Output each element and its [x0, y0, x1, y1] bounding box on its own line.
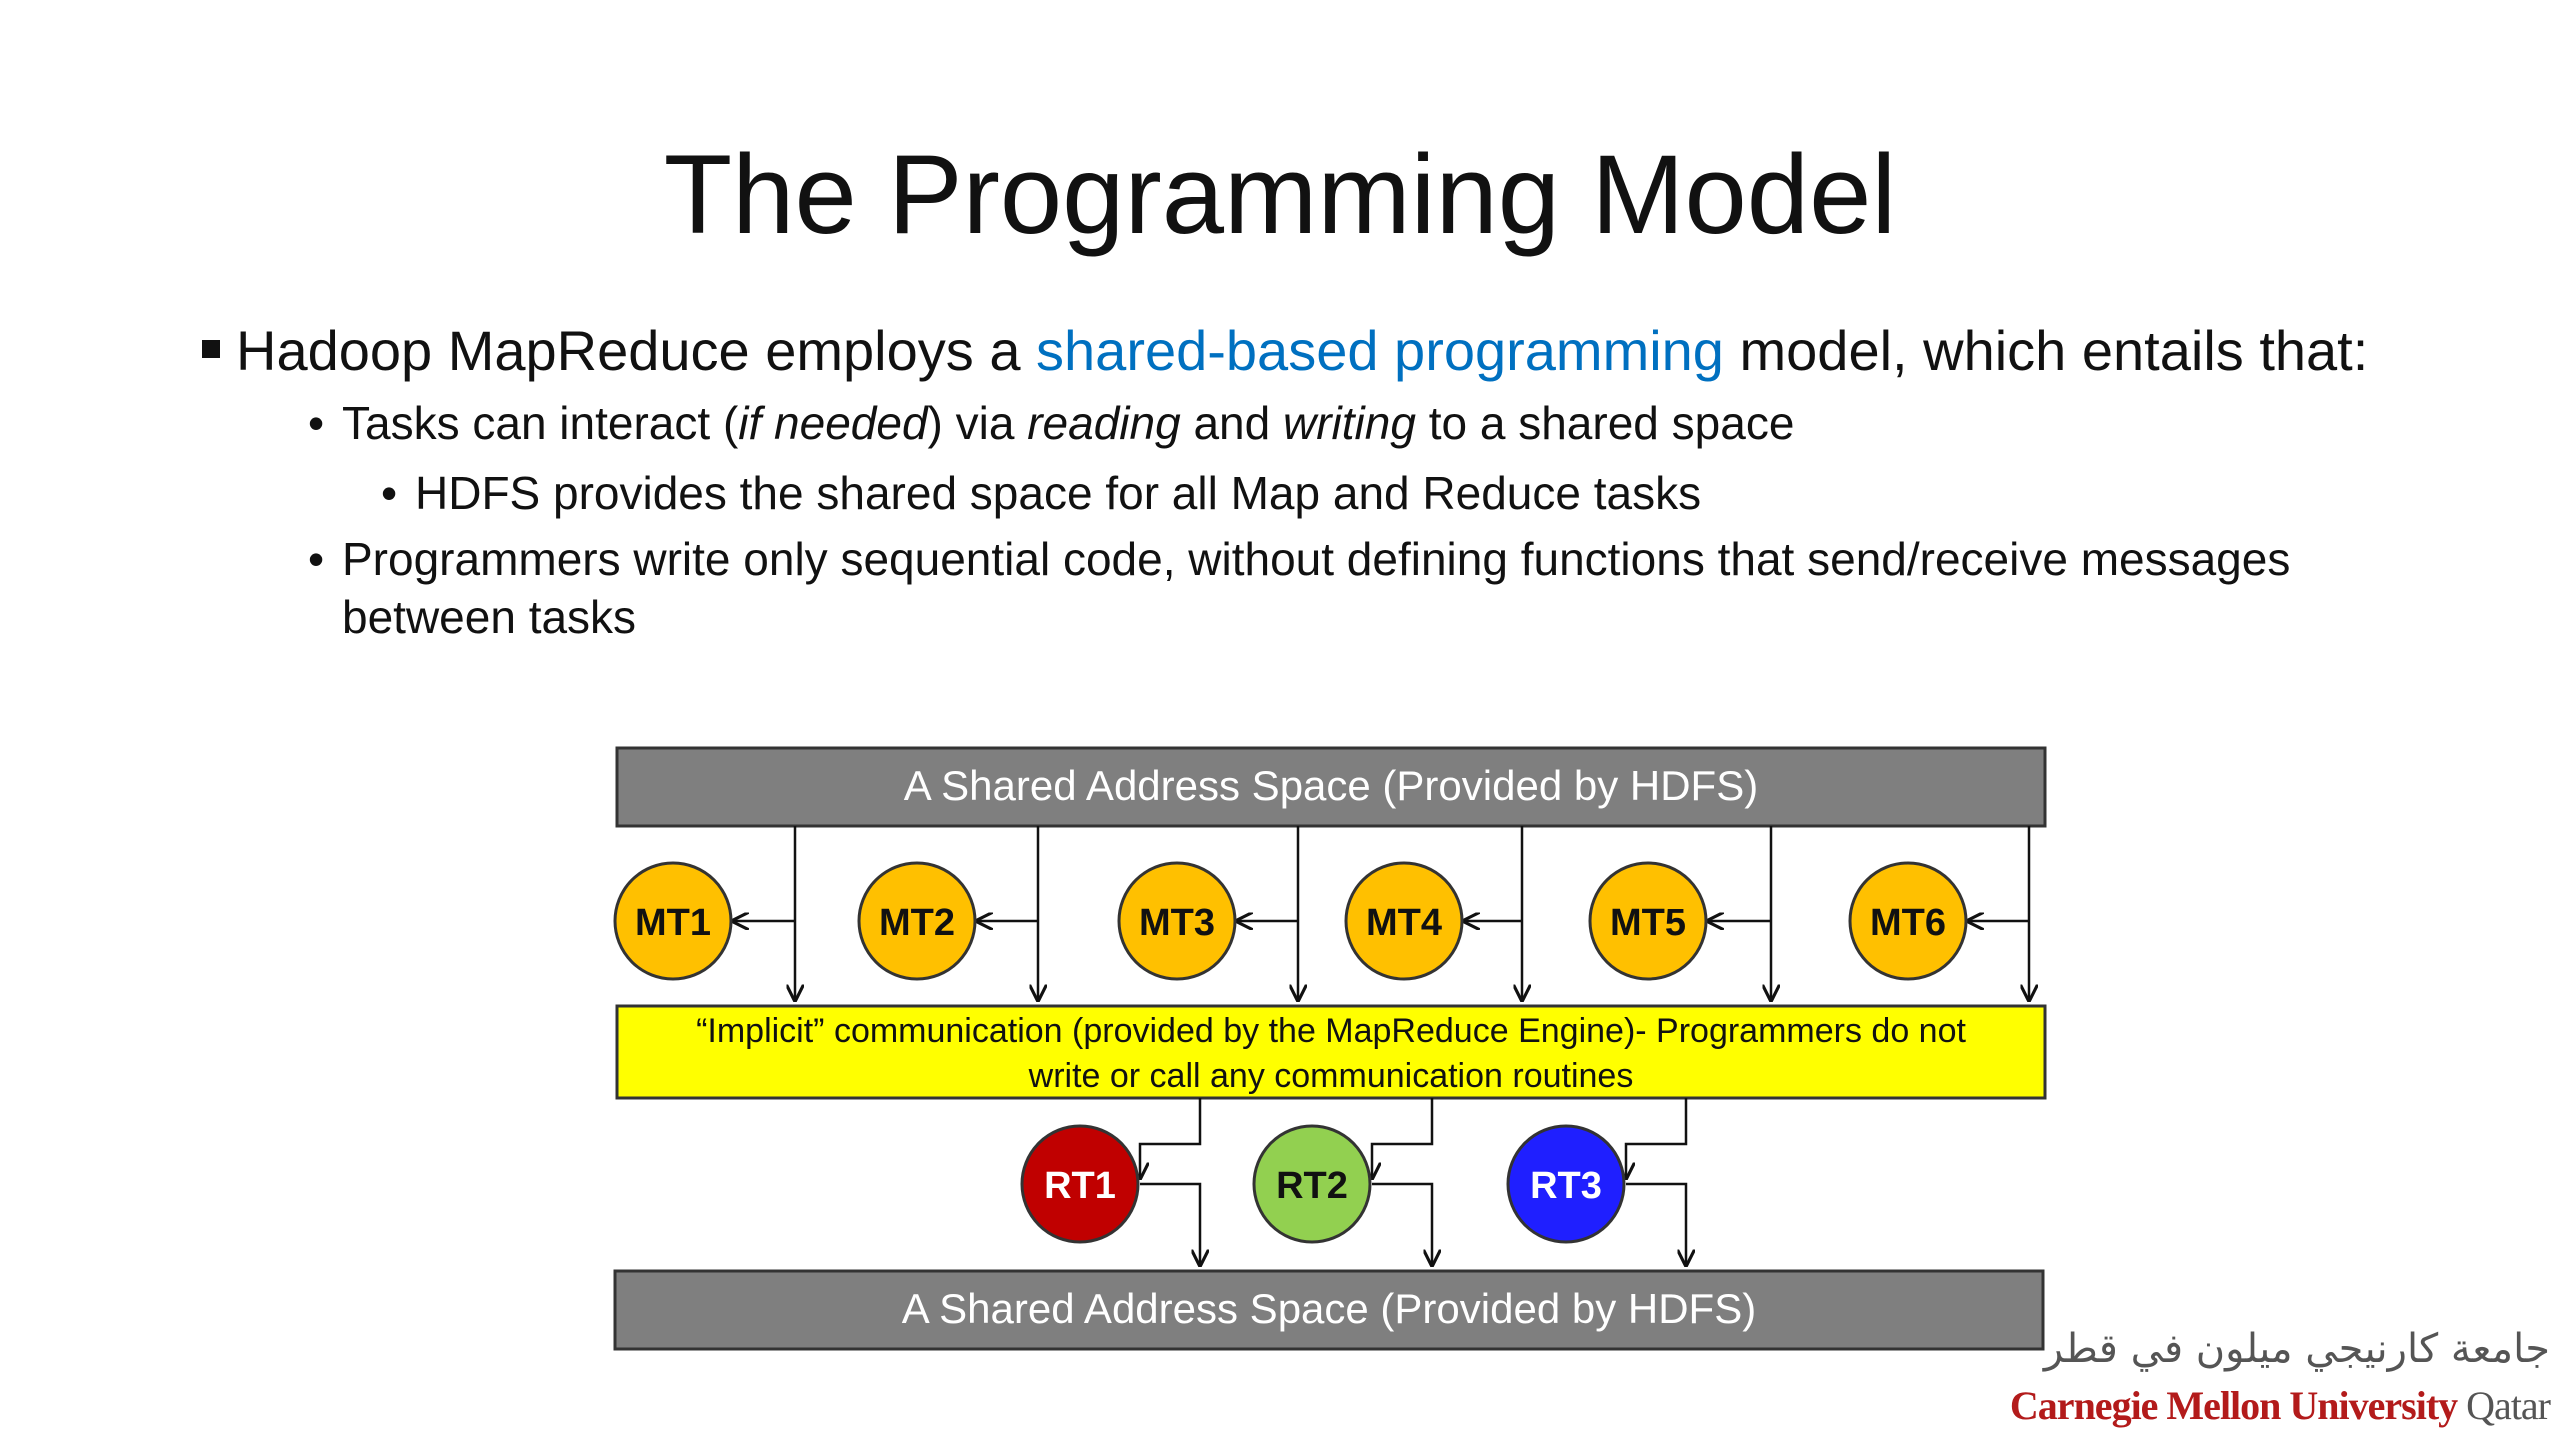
- sub1-text: ) via: [927, 397, 1028, 449]
- rt3-label: RT3: [1530, 1165, 1602, 1207]
- bullet-list: Hadoop MapReduce employs a shared-based …: [200, 316, 2460, 646]
- square-bullet-icon: [202, 340, 220, 358]
- logo-cmu: Carnegie Mellon University: [2009, 1383, 2458, 1428]
- bullet1-accent: shared-based programming: [1036, 319, 1724, 382]
- sub2-text: Programmers write only sequential code, …: [342, 533, 2291, 643]
- bullet1-post: model, which entails that:: [1723, 319, 2369, 382]
- bullet-level3-hdfs: • HDFS provides the shared space for all…: [381, 464, 2460, 522]
- bottom-shared-space-box: [613, 1269, 2045, 1351]
- sub1-italic: writing: [1283, 397, 1416, 449]
- mt1-node: [613, 861, 733, 981]
- rt2-label: RT2: [1276, 1165, 1348, 1207]
- top-shared-space-box: [615, 746, 2047, 828]
- bullet1-pre: Hadoop MapReduce employs a: [236, 319, 1037, 382]
- dot-bullet-icon: •: [308, 397, 325, 449]
- rt2-node: [1252, 1124, 1372, 1244]
- bullet-level2-tasks: • Tasks can interact (if needed) via rea…: [308, 394, 2460, 452]
- rt2-out-arrow: [1372, 1182, 1432, 1265]
- rt3-out-arrow: [1626, 1182, 1686, 1265]
- slide-title: The Programming Model: [663, 132, 1897, 257]
- mt4-label: MT4: [1366, 902, 1442, 944]
- mt6-label: MT6: [1870, 902, 1946, 944]
- rt1-label: RT1: [1044, 1165, 1116, 1207]
- rt2-in-arrow: [1372, 1098, 1434, 1178]
- mt4-node: [1344, 861, 1464, 981]
- sub1-text: to a shared space: [1415, 397, 1795, 449]
- cmu-qatar-logo: جامعة كارنيجي ميلون في قطر Carnegie Mell…: [2010, 1326, 2551, 1436]
- sub1-italic: if needed: [738, 397, 928, 449]
- mt6-node: [1848, 861, 1968, 981]
- mt5-node: [1588, 861, 1708, 981]
- bullet-level1: Hadoop MapReduce employs a shared-based …: [200, 316, 2460, 386]
- implicit-communication-box: [615, 1004, 2047, 1100]
- bullet-level2-programmers: • Programmers write only sequential code…: [308, 530, 2460, 646]
- mt3-node: [1117, 861, 1237, 981]
- logo-english-text: Carnegie Mellon University Qatar: [2009, 1382, 2551, 1429]
- reduce-tasks: RT1 RT2 RT3: [1020, 1124, 1626, 1244]
- map-tasks: MT1 MT2 MT3 MT4 MT5 MT6: [613, 861, 1968, 981]
- rt3-in-arrow: [1626, 1098, 1688, 1178]
- dot-bullet-icon: •: [308, 533, 325, 585]
- mt1-label: MT1: [635, 902, 711, 944]
- mt2-node: [857, 861, 977, 981]
- top-shared-space-label: A Shared Address Space (Provided by HDFS…: [904, 762, 1758, 809]
- mt3-label: MT3: [1139, 902, 1215, 944]
- rt1-node: [1020, 1124, 1140, 1244]
- mt5-label: MT5: [1610, 902, 1686, 944]
- mt2-label: MT2: [879, 902, 955, 944]
- logo-qatar: Qatar: [2457, 1383, 2551, 1428]
- bottom-shared-space-label: A Shared Address Space (Provided by HDFS…: [902, 1285, 1756, 1332]
- sub1-italic: reading: [1027, 397, 1181, 449]
- sub1-text: and: [1180, 397, 1283, 449]
- implicit-communication-line2: write or call any communication routines: [1028, 1057, 1634, 1095]
- sub1-text: Tasks can interact (: [342, 397, 739, 449]
- implicit-communication-line1: “Implicit” communication (provided by th…: [696, 1012, 1966, 1050]
- sub1a-text: HDFS provides the shared space for all M…: [415, 467, 1702, 519]
- rt1-in-arrow: [1140, 1098, 1202, 1178]
- logo-arabic-text: جامعة كارنيجي ميلون في قطر: [2043, 1326, 2550, 1372]
- rt3-node: [1506, 1124, 1626, 1244]
- dot-bullet-icon: •: [381, 467, 398, 519]
- rt1-out-arrow: [1140, 1182, 1200, 1265]
